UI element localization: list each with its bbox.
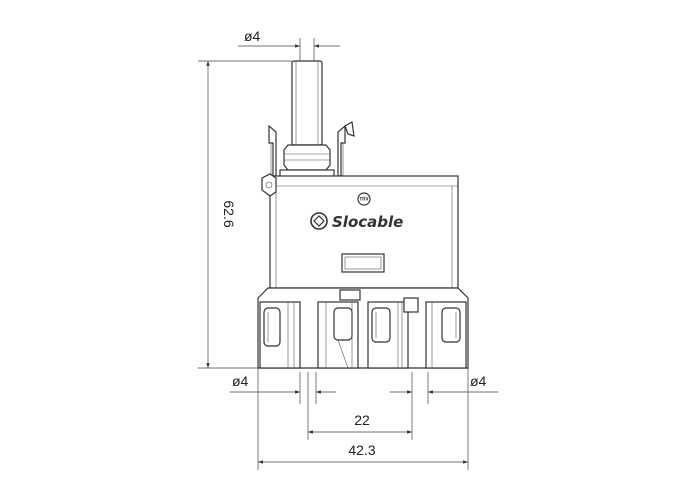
- dim-label-left-pin: ø4: [232, 373, 249, 389]
- dim-pin-spacing: 22: [307, 372, 412, 440]
- brand-logo: Slocable: [310, 212, 403, 231]
- dim-overall-width: 42.3: [257, 368, 469, 470]
- dim-overall-height: 62.6: [198, 60, 292, 369]
- dim-label-height: 62.6: [221, 200, 237, 227]
- indicator-window: [341, 253, 385, 273]
- dim-label-top-pin: ø4: [244, 28, 261, 44]
- dim-label-spacing: 22: [354, 412, 370, 428]
- dim-left-pin-diameter: ø4: [230, 372, 336, 404]
- pin-collar: [283, 144, 331, 171]
- bottom-sockets: [257, 287, 469, 369]
- left-latch: [268, 124, 277, 177]
- dim-label-width: 42.3: [348, 442, 375, 458]
- connector-outline: TÜV Slocable: [257, 60, 469, 369]
- dim-right-pin-diameter: ø4: [390, 372, 498, 440]
- brand-name: Slocable: [332, 213, 403, 231]
- logo-icon: [310, 212, 328, 230]
- certification-icon: [357, 192, 371, 206]
- dim-label-right-pin: ø4: [470, 373, 487, 389]
- certification-mark: TÜV: [359, 197, 369, 202]
- top-pin: [291, 60, 323, 146]
- dim-top-pin-diameter: ø4: [238, 28, 340, 61]
- right-latch: [337, 124, 346, 177]
